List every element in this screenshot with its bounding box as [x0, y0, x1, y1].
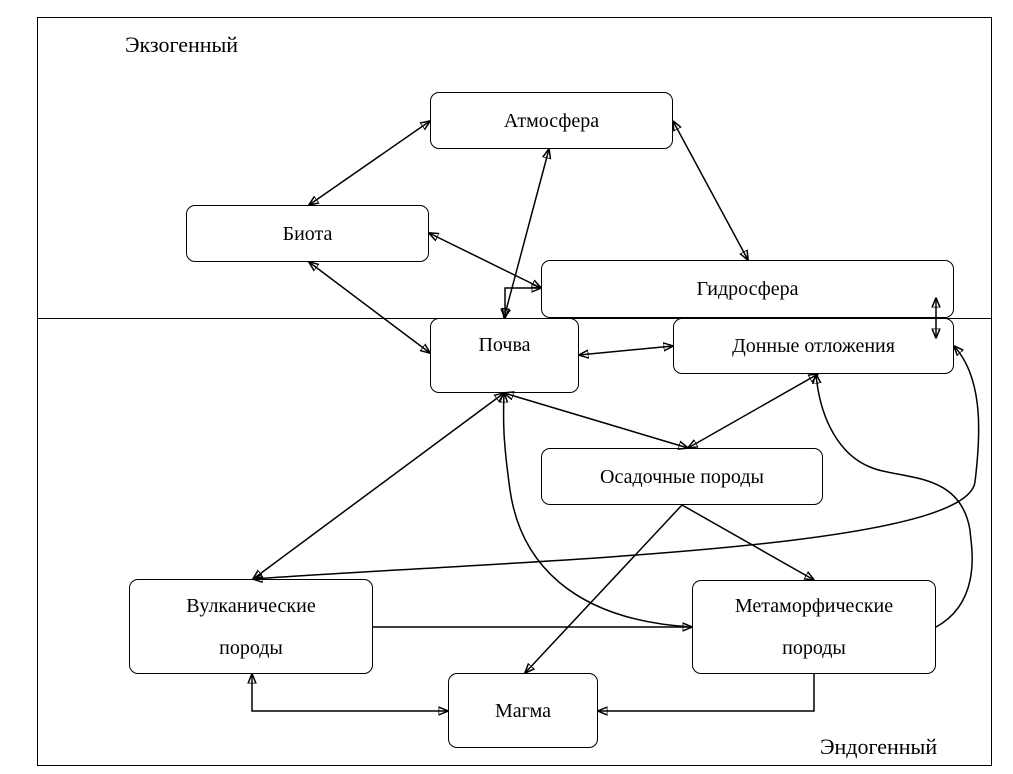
- zone-label-endogenous: Эндогенный: [820, 734, 938, 759]
- zone-label-exogenous: Экзогенный: [125, 32, 239, 57]
- node-metamorphic-rocks: Метаморфические породы: [692, 580, 936, 674]
- node-biota: Биота: [186, 205, 429, 262]
- diagram-frame: [37, 17, 992, 766]
- node-bottom-sediments: Донные отложения: [673, 318, 954, 374]
- node-soil: Почва: [430, 318, 579, 393]
- node-volcanic-rocks: Вулканические породы: [129, 579, 373, 674]
- node-metamorphic-rocks-line1: Метаморфические: [734, 595, 894, 617]
- node-magma-label: Магма: [495, 699, 551, 722]
- node-sedimentary-rocks-label: Осадочные породы: [600, 465, 764, 488]
- node-sedimentary-rocks: Осадочные породы: [541, 448, 823, 505]
- node-magma: Магма: [448, 673, 598, 748]
- node-biota-label: Биота: [282, 222, 333, 245]
- node-volcanic-rocks-line1: Вулканические: [186, 594, 316, 617]
- node-bottom-sediments-label: Донные отложения: [732, 335, 895, 357]
- node-metamorphic-rocks-line2: породы: [782, 637, 846, 659]
- node-atmosphere: Атмосфера: [430, 92, 673, 149]
- node-soil-label: Почва: [478, 334, 531, 356]
- node-hydrosphere: Гидросфера: [541, 260, 954, 318]
- node-hydrosphere-label: Гидросфера: [696, 278, 799, 300]
- node-volcanic-rocks-line2: породы: [219, 636, 283, 659]
- node-atmosphere-label: Атмосфера: [503, 109, 600, 132]
